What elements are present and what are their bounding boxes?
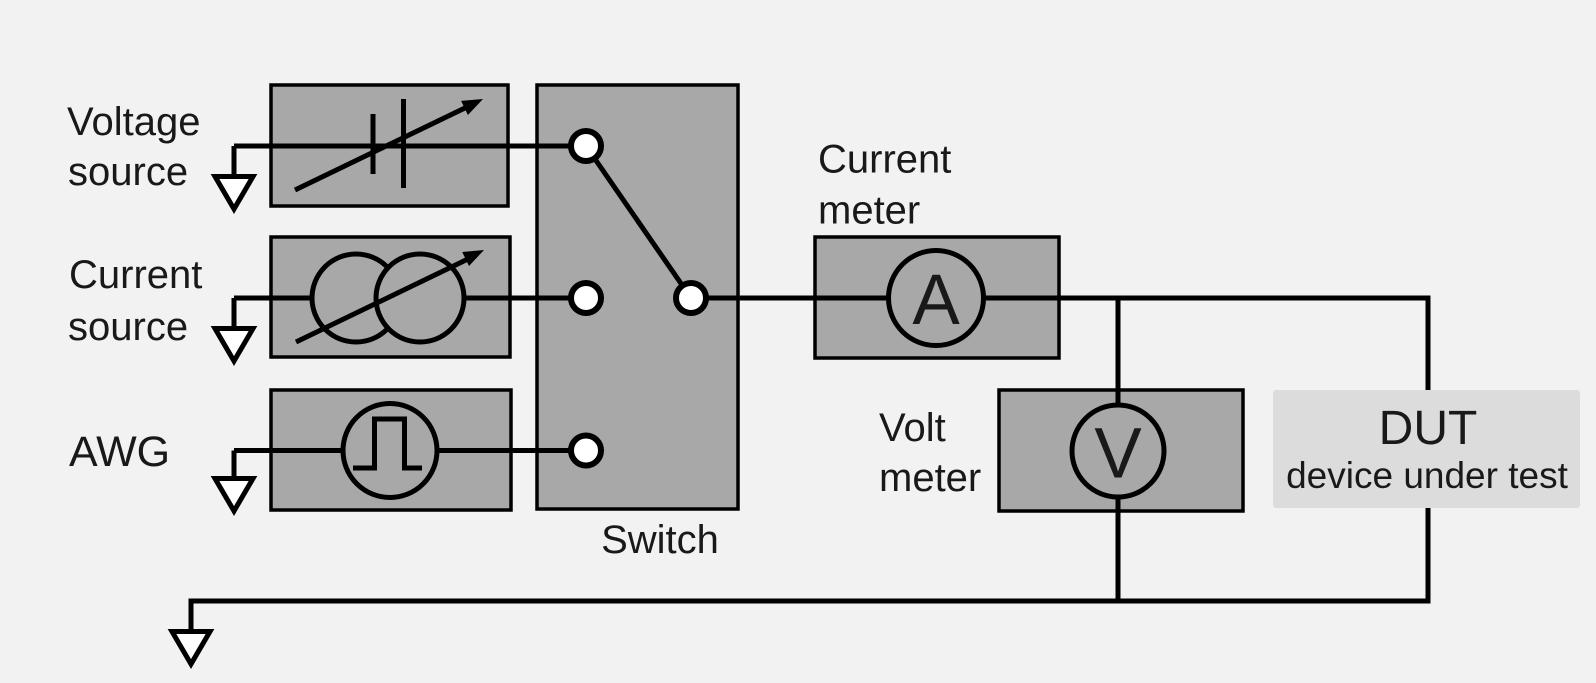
svg-text:meter: meter: [879, 456, 981, 500]
svg-text:Switch: Switch: [601, 518, 719, 562]
svg-text:source: source: [68, 150, 188, 194]
svg-text:Current: Current: [818, 138, 951, 182]
svg-text:DUT: DUT: [1379, 402, 1478, 455]
svg-text:V: V: [1094, 415, 1142, 494]
svg-text:source: source: [68, 305, 188, 349]
svg-text:AWG: AWG: [69, 428, 170, 476]
svg-text:A: A: [912, 261, 960, 340]
svg-text:device under test: device under test: [1286, 455, 1569, 496]
svg-text:Voltage: Voltage: [67, 100, 200, 144]
svg-text:Volt: Volt: [879, 406, 946, 450]
svg-text:Current: Current: [69, 253, 202, 297]
svg-text:meter: meter: [818, 189, 920, 233]
